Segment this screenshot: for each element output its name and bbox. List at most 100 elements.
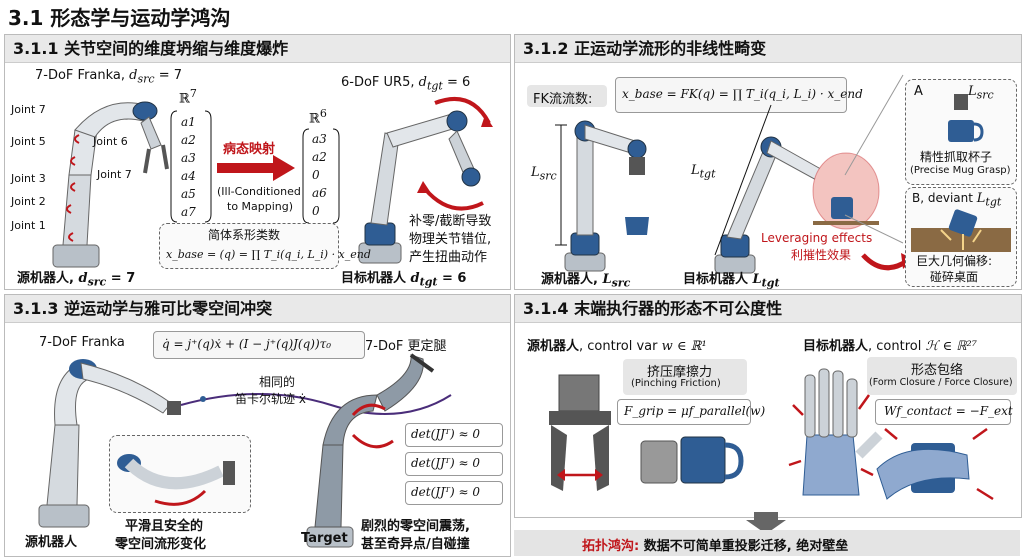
conclusion-arrow <box>746 512 786 534</box>
joint-label-2: Joint 2 <box>11 195 46 208</box>
panel-3-header: 3.1.3 逆运动学与雅可比零空间冲突 <box>5 295 510 323</box>
smooth-nullspace-illustration <box>117 454 235 506</box>
r7-space-label: ℝ7 <box>179 87 197 107</box>
panel-4-header: 3.1.4 末端执行器的形态不可公度性 <box>515 295 1021 323</box>
box-a-title-en: (Precise Mug Grasp) <box>910 165 1011 176</box>
formula-box-title: 简体系形类数 <box>208 228 281 242</box>
franka-wrist <box>140 116 162 150</box>
pinch-title: 挤压摩擦力 <box>647 365 713 380</box>
box-b-caption-2: 碰碎桌面 <box>930 270 979 284</box>
ur5-robot-illustration <box>358 97 493 264</box>
franka-base <box>52 244 100 268</box>
violent-caption-2: 甚至奇异点/自碰撞 <box>361 537 470 552</box>
hand-grasp-mug-illustration <box>876 427 994 501</box>
form-closure-subtitle: (Form Closure / Force Closure) <box>869 377 1013 388</box>
joint-label-6: Joint 6 <box>93 135 128 148</box>
fk-label-box: FK流流数: <box>527 85 607 107</box>
joint-label-3: Joint 3 <box>11 172 46 185</box>
cartesian-trajectory <box>180 393 452 415</box>
ik-source-label: 7-DoF Franka <box>39 335 125 350</box>
form-closure-formula-box: Wf_contact = −F_ext <box>875 399 1013 425</box>
r6-space-label: ℝ6 <box>309 107 327 127</box>
r7-vector-brackets <box>170 110 212 223</box>
ik-target-caption: Target <box>301 531 348 546</box>
pinch-formula-box: F_grip = μf_parallel(w) <box>617 399 765 425</box>
box-a-letter: A <box>914 84 923 99</box>
ik-formula: q̇ = j⁺(q)ẋ + (I − j⁺(q)J(q))τ₀ <box>162 337 332 351</box>
trajectory-label-2: 笛卡尔轨迹 ẋ <box>235 392 306 406</box>
franka-gripper <box>143 144 169 174</box>
ik-formula-box: q̇ = j⁺(q)ẋ + (I − j⁺(q)J(q))τ₀ <box>153 331 365 359</box>
form-closure-title: 形态包络 <box>911 363 964 378</box>
ik-source-caption: 源机器人 <box>25 535 78 550</box>
franka-joint-top <box>132 101 158 121</box>
joint-label-7-top: Joint 7 <box>11 103 46 116</box>
panel-dimension-collapse: 3.1.1 关节空间的维度坍缩与维度爆炸 7-DoF Franka, dsrc … <box>4 34 511 290</box>
det-box-2: det(JJᵀ) ≈ 0 <box>405 452 503 476</box>
joint-label-5: Joint 5 <box>11 135 46 148</box>
det-text-1: det(JJᵀ) ≈ 0 <box>411 427 480 441</box>
pinch-formula: F_grip = μf_parallel(w) <box>624 404 766 418</box>
l-src-label: Lsrc <box>531 165 557 183</box>
det-text-3: det(JJᵀ) ≈ 0 <box>411 485 480 499</box>
topology-gap-banner: 拓扑鸿沟: 数据不可简单重投影迁移, 绝对壁垒 <box>514 530 1020 556</box>
fk-source-robot <box>564 120 649 272</box>
fk-formula-box: x_base = FK(q) = ∏ T_i(q_i, L_i) · x_end <box>615 77 863 113</box>
smooth-caption-2: 零空间流形变化 <box>115 537 207 552</box>
ur5-twist-arrow-2 <box>423 187 484 211</box>
box-a-title-cn: 精性抓取杯子 <box>920 150 993 164</box>
det-box-1: det(JJᵀ) ≈ 0 <box>405 423 503 447</box>
r6-vector-brackets <box>302 128 340 224</box>
map-sub-line-2: to Mapping) <box>227 200 294 213</box>
l-src-measure <box>555 124 567 246</box>
fk-target-caption: 目标机器人 Ltgt <box>683 272 780 290</box>
joint-label-1: Joint 1 <box>11 219 46 232</box>
form-closure-title-box: 形态包络 (Form Closure / Force Closure) <box>867 357 1017 395</box>
pinch-subtitle: (Pinching Friction) <box>631 378 721 389</box>
forward-formula-box: 简体系形类数 x_base = (q) = ∏ T_i(q_i, L_i) · … <box>159 223 371 269</box>
pinch-title-box: 挤压摩擦力 (Pinching Friction) <box>623 359 747 395</box>
violent-caption-1: 剧烈的零空间震荡, <box>361 519 470 534</box>
box-a-mug-illustration <box>948 94 984 142</box>
source-dof-label: 7-DoF Franka, dsrc = 7 <box>35 68 182 86</box>
parallel-gripper-illustration <box>549 374 611 491</box>
l-tgt-label: Ltgt <box>691 163 716 181</box>
panel-end-effector: 3.1.4 末端执行器的形态不可公度性 源机器人, control var w … <box>514 294 1022 518</box>
box-deviant: B, deviant Ltgt 巨大几何偏移: 碰碎桌面 <box>905 187 1017 287</box>
main-title: 3.1 形态学与运动学鸿沟 <box>8 6 231 30</box>
map-sub-line-1: (Ill-Conditioned <box>217 185 301 198</box>
det-text-2: det(JJᵀ) ≈ 0 <box>411 456 480 470</box>
mapping-arrow <box>217 155 295 181</box>
trajectory-label-1: 相同的 <box>259 375 296 389</box>
ill-conditioned-map-label: 病态映射 <box>223 142 276 157</box>
ik-target-label: 7-DoF 更定腿 <box>365 339 447 354</box>
joint-label-7-mid: Joint 7 <box>97 168 132 181</box>
ee-source-label: 源机器人, control var w ∈ ℝ¹ <box>527 339 707 354</box>
target-robot-caption: 目标机器人 dtgt = 6 <box>341 271 467 289</box>
box-b-caption-1: 巨大几何偏移: <box>916 254 993 268</box>
panel-1-header: 3.1.1 关节空间的维度坍缩与维度爆炸 <box>5 35 510 63</box>
box-b-title: B, deviant Ltgt <box>912 191 1002 209</box>
deviation-highlight <box>812 152 880 230</box>
panel-2-header: 3.1.2 正运动学流形的非线性畸变 <box>515 35 1021 63</box>
mismatch-note: 补零/截断导致物理关节错位,产生扭曲动作 <box>409 214 492 265</box>
franka-robot-illustration <box>52 101 169 268</box>
ik-target-robot <box>306 353 435 548</box>
panel-forward-kinematics: 3.1.2 正运动学流形的非线性畸变 FK流流数: x_base = FK(q)… <box>514 34 1022 290</box>
panel-inverse-kinematics: 3.1.3 逆运动学与雅可比零空间冲突 7-DoF Franka 7-DoF 更… <box>4 294 511 557</box>
smooth-caption-1: 平滑且安全的 <box>125 519 204 534</box>
topology-gap-text: 拓扑鸿沟: 数据不可简单重投影迁移, 绝对壁垒 <box>582 539 849 554</box>
l-tgt-measure <box>714 104 772 256</box>
fk-formula: x_base = FK(q) = ∏ T_i(q_i, L_i) · x_end <box>622 87 863 101</box>
leverage-label-cn: 利摧性效果 <box>791 248 852 262</box>
target-dof-label: 6-DoF UR5, dtgt = 6 <box>341 75 471 93</box>
source-robot-caption: 源机器人, dsrc = 7 <box>17 271 136 289</box>
ik-source-robot <box>38 359 181 528</box>
mugs-illustration <box>640 436 744 484</box>
box-b-crash-illustration <box>911 209 1011 252</box>
zoom-connector <box>844 74 904 244</box>
fk-label: FK流流数: <box>533 92 593 107</box>
formula-box-formula: x_base = (q) = ∏ T_i(q_i, L_i) · x_end <box>166 248 371 261</box>
